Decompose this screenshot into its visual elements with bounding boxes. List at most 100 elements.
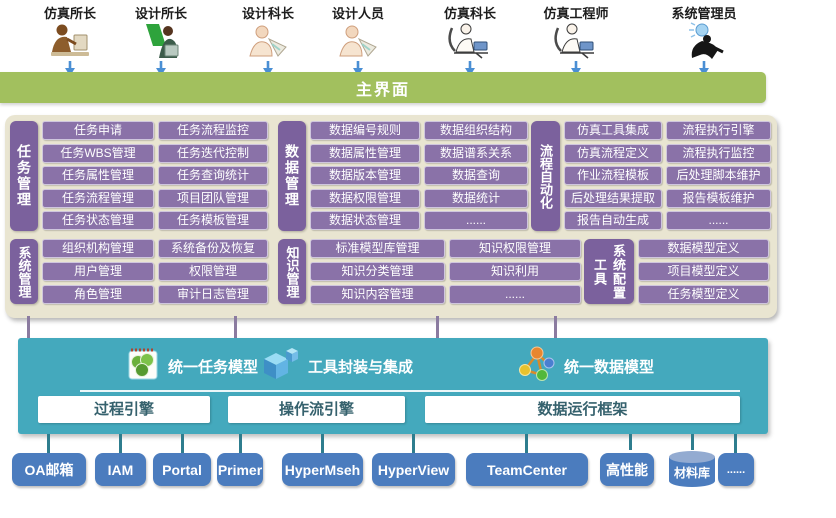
module-group-knowledge: 知识管理 标准模型库管理 知识权限管理 知识分类管理 知识利用 知识内容管理 .… <box>278 239 581 304</box>
integration-material-db-label: 材料库 <box>673 466 710 480</box>
module-item: 项目团队管理 <box>158 188 268 208</box>
module-item: 数据谱系关系 <box>424 143 528 163</box>
connector-line <box>525 434 528 453</box>
connector-line <box>436 316 439 338</box>
platform-model-task: 统一任务模型 <box>126 345 258 387</box>
role-label: 系统管理员 <box>671 6 737 21</box>
module-item: 任务申请 <box>42 121 154 140</box>
module-item: 数据模型定义 <box>638 239 769 258</box>
sim-director-icon <box>47 20 93 60</box>
role-label: 设计人员 <box>331 6 384 21</box>
designer-icon <box>335 20 381 60</box>
module-item: 数据统计 <box>424 188 528 208</box>
config-label-primary: 系统配置 <box>611 243 626 300</box>
module-item: 任务流程管理 <box>42 188 154 208</box>
module-item: 角色管理 <box>42 285 154 304</box>
module-items-data: 数据编号规则 数据组织结构 数据属性管理 数据谱系关系 数据版本管理 数据查询 … <box>310 121 528 231</box>
module-items-knowledge: 标准模型库管理 知识权限管理 知识分类管理 知识利用 知识内容管理 ...... <box>310 239 581 304</box>
module-items-process: 仿真工具集成 流程执行引擎 仿真流程定义 流程执行监控 作业流程模板 后处理脚本… <box>564 121 771 231</box>
module-label-process: 流程自动化 <box>531 121 560 231</box>
sim-engineer-icon <box>552 20 600 60</box>
module-item: 数据版本管理 <box>310 166 420 185</box>
module-item: 审计日志管理 <box>158 285 268 304</box>
module-item: 流程执行监控 <box>666 143 771 163</box>
role-label: 仿真工程师 <box>543 6 609 21</box>
role-label: 仿真所长 <box>43 6 96 21</box>
module-label-data: 数据管理 <box>278 121 306 231</box>
engine-data-framework: 数据运行框架 <box>425 396 740 423</box>
module-item: 报告自动生成 <box>564 211 662 230</box>
module-label-knowledge: 知识管理 <box>278 239 306 304</box>
role-sim-director: 仿真所长 <box>18 3 122 76</box>
module-items-task: 任务申请 任务流程监控 任务WBS管理 任务迭代控制 任务属性管理 任务查询统计… <box>42 121 268 231</box>
module-item: 组织机构管理 <box>42 239 154 258</box>
role-label: 设计所长 <box>134 6 187 21</box>
module-item: 任务状态管理 <box>42 211 154 230</box>
role-label: 设计科长 <box>241 6 294 21</box>
module-item: 报告模板维护 <box>666 188 771 208</box>
module-item: 数据编号规则 <box>310 121 420 140</box>
integration-iam: IAM <box>95 453 146 486</box>
connector-line <box>734 434 737 453</box>
platform-model-label: 统一数据模型 <box>564 358 655 376</box>
connector-line <box>554 316 557 338</box>
module-group-task: 任务管理 任务申请 任务流程监控 任务WBS管理 任务迭代控制 任务属性管理 任… <box>10 121 268 231</box>
module-item: 项目模型定义 <box>638 262 769 281</box>
platform-panel: 统一任务模型 工具封装与集成 统一数据模型 过程引擎 操作流引擎 数据运行框架 <box>18 338 768 434</box>
module-item: 数据查询 <box>424 166 528 185</box>
module-item: 任务流程监控 <box>158 121 268 140</box>
module-item: 作业流程模板 <box>564 166 662 185</box>
main-interface-label: 主界面 <box>355 81 410 99</box>
tool-integration-icon <box>260 347 300 386</box>
module-item: 任务模板管理 <box>158 211 268 230</box>
integration-portal: Portal <box>153 453 211 486</box>
integration-material-db: 材料库 <box>668 450 716 488</box>
role-sim-engineer: 仿真工程师 <box>524 3 628 76</box>
module-item: 用户管理 <box>42 262 154 281</box>
platform-model-label: 统一任务模型 <box>168 358 259 376</box>
design-director-icon <box>138 20 184 60</box>
connector-line <box>239 434 242 453</box>
module-item: 知识利用 <box>449 262 581 281</box>
module-group-process: 流程自动化 仿真工具集成 流程执行引擎 仿真流程定义 流程执行监控 作业流程模板… <box>531 121 771 231</box>
platform-model-tools: 工具封装与集成 <box>260 345 413 387</box>
platform-divider <box>80 390 740 392</box>
module-item: 数据属性管理 <box>310 143 420 163</box>
connector-line <box>691 434 694 450</box>
module-item: 权限管理 <box>158 262 268 281</box>
module-item: 数据状态管理 <box>310 211 420 230</box>
config-label-secondary: 工具 <box>592 257 607 286</box>
module-item: ...... <box>666 211 771 230</box>
module-item: 任务迭代控制 <box>158 143 268 163</box>
module-item: 知识权限管理 <box>449 239 581 258</box>
module-item: 任务WBS管理 <box>42 143 154 163</box>
task-model-icon <box>126 347 160 386</box>
module-items-system: 组织机构管理 系统备份及恢复 用户管理 权限管理 角色管理 审计日志管理 <box>42 239 268 304</box>
integration-teamcenter: TeamCenter <box>466 453 588 486</box>
integration-more: ...... <box>718 453 754 486</box>
module-item: 系统备份及恢复 <box>158 239 268 258</box>
connector-line <box>47 434 50 453</box>
integration-oa-mail: OA邮箱 <box>12 453 86 486</box>
integration-hypermseh: HyperMseh <box>282 453 363 486</box>
main-interface-bar: 主界面 <box>0 72 766 103</box>
connector-line <box>181 434 184 453</box>
module-group-config: 工具 系统配置 数据模型定义 项目模型定义 任务模型定义 <box>584 239 769 304</box>
module-item: 任务属性管理 <box>42 166 154 185</box>
module-group-data: 数据管理 数据编号规则 数据组织结构 数据属性管理 数据谱系关系 数据版本管理 … <box>278 121 528 231</box>
connector-line <box>234 316 237 338</box>
role-design-director: 设计所长 <box>109 3 213 76</box>
module-item: ...... <box>449 285 581 304</box>
role-design-chief: 设计科长 <box>216 3 320 76</box>
module-group-system: 系统管理 组织机构管理 系统备份及恢复 用户管理 权限管理 角色管理 审计日志管… <box>10 239 268 304</box>
module-label-task: 任务管理 <box>10 121 38 231</box>
connector-line <box>629 434 632 450</box>
database-cylinder-icon <box>669 451 715 487</box>
module-item: ...... <box>424 211 528 230</box>
module-item: 任务模型定义 <box>638 285 769 304</box>
design-chief-icon <box>245 20 291 60</box>
module-item: 知识分类管理 <box>310 262 445 281</box>
connector-line <box>119 434 122 453</box>
module-item: 仿真工具集成 <box>564 121 662 140</box>
